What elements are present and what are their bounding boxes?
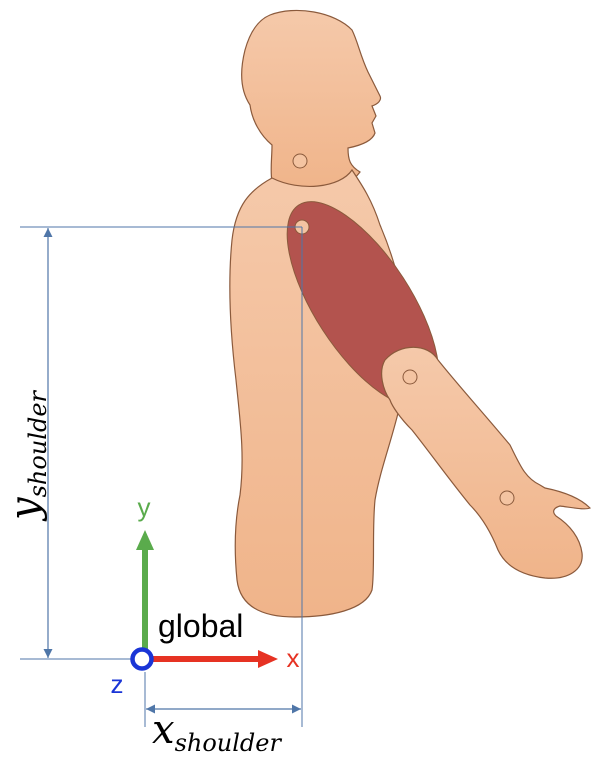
y-shoulder-subscript: shoulder xyxy=(24,389,52,497)
x-shoulder-subscript: shoulder xyxy=(175,729,283,757)
y-shoulder-main: y xyxy=(2,496,48,522)
head-shape xyxy=(241,9,382,191)
y-axis-arrowhead xyxy=(136,530,154,550)
axis-label-x: x xyxy=(287,643,300,673)
x-shoulder-main: x xyxy=(152,707,175,753)
axis-label-z: z xyxy=(111,669,124,699)
global-frame-label: global xyxy=(158,608,243,644)
z-axis-origin-marker xyxy=(130,647,154,671)
elbow-joint xyxy=(402,369,418,385)
neck-joint xyxy=(292,153,308,169)
y-shoulder-label: yshoulder xyxy=(2,389,52,522)
axis-label-y: y xyxy=(138,492,151,522)
forearm-hand-shape xyxy=(381,346,592,579)
x-shoulder-label: xshoulder xyxy=(152,707,282,757)
wrist-joint xyxy=(499,490,515,506)
x-axis-arrowhead xyxy=(258,650,278,668)
